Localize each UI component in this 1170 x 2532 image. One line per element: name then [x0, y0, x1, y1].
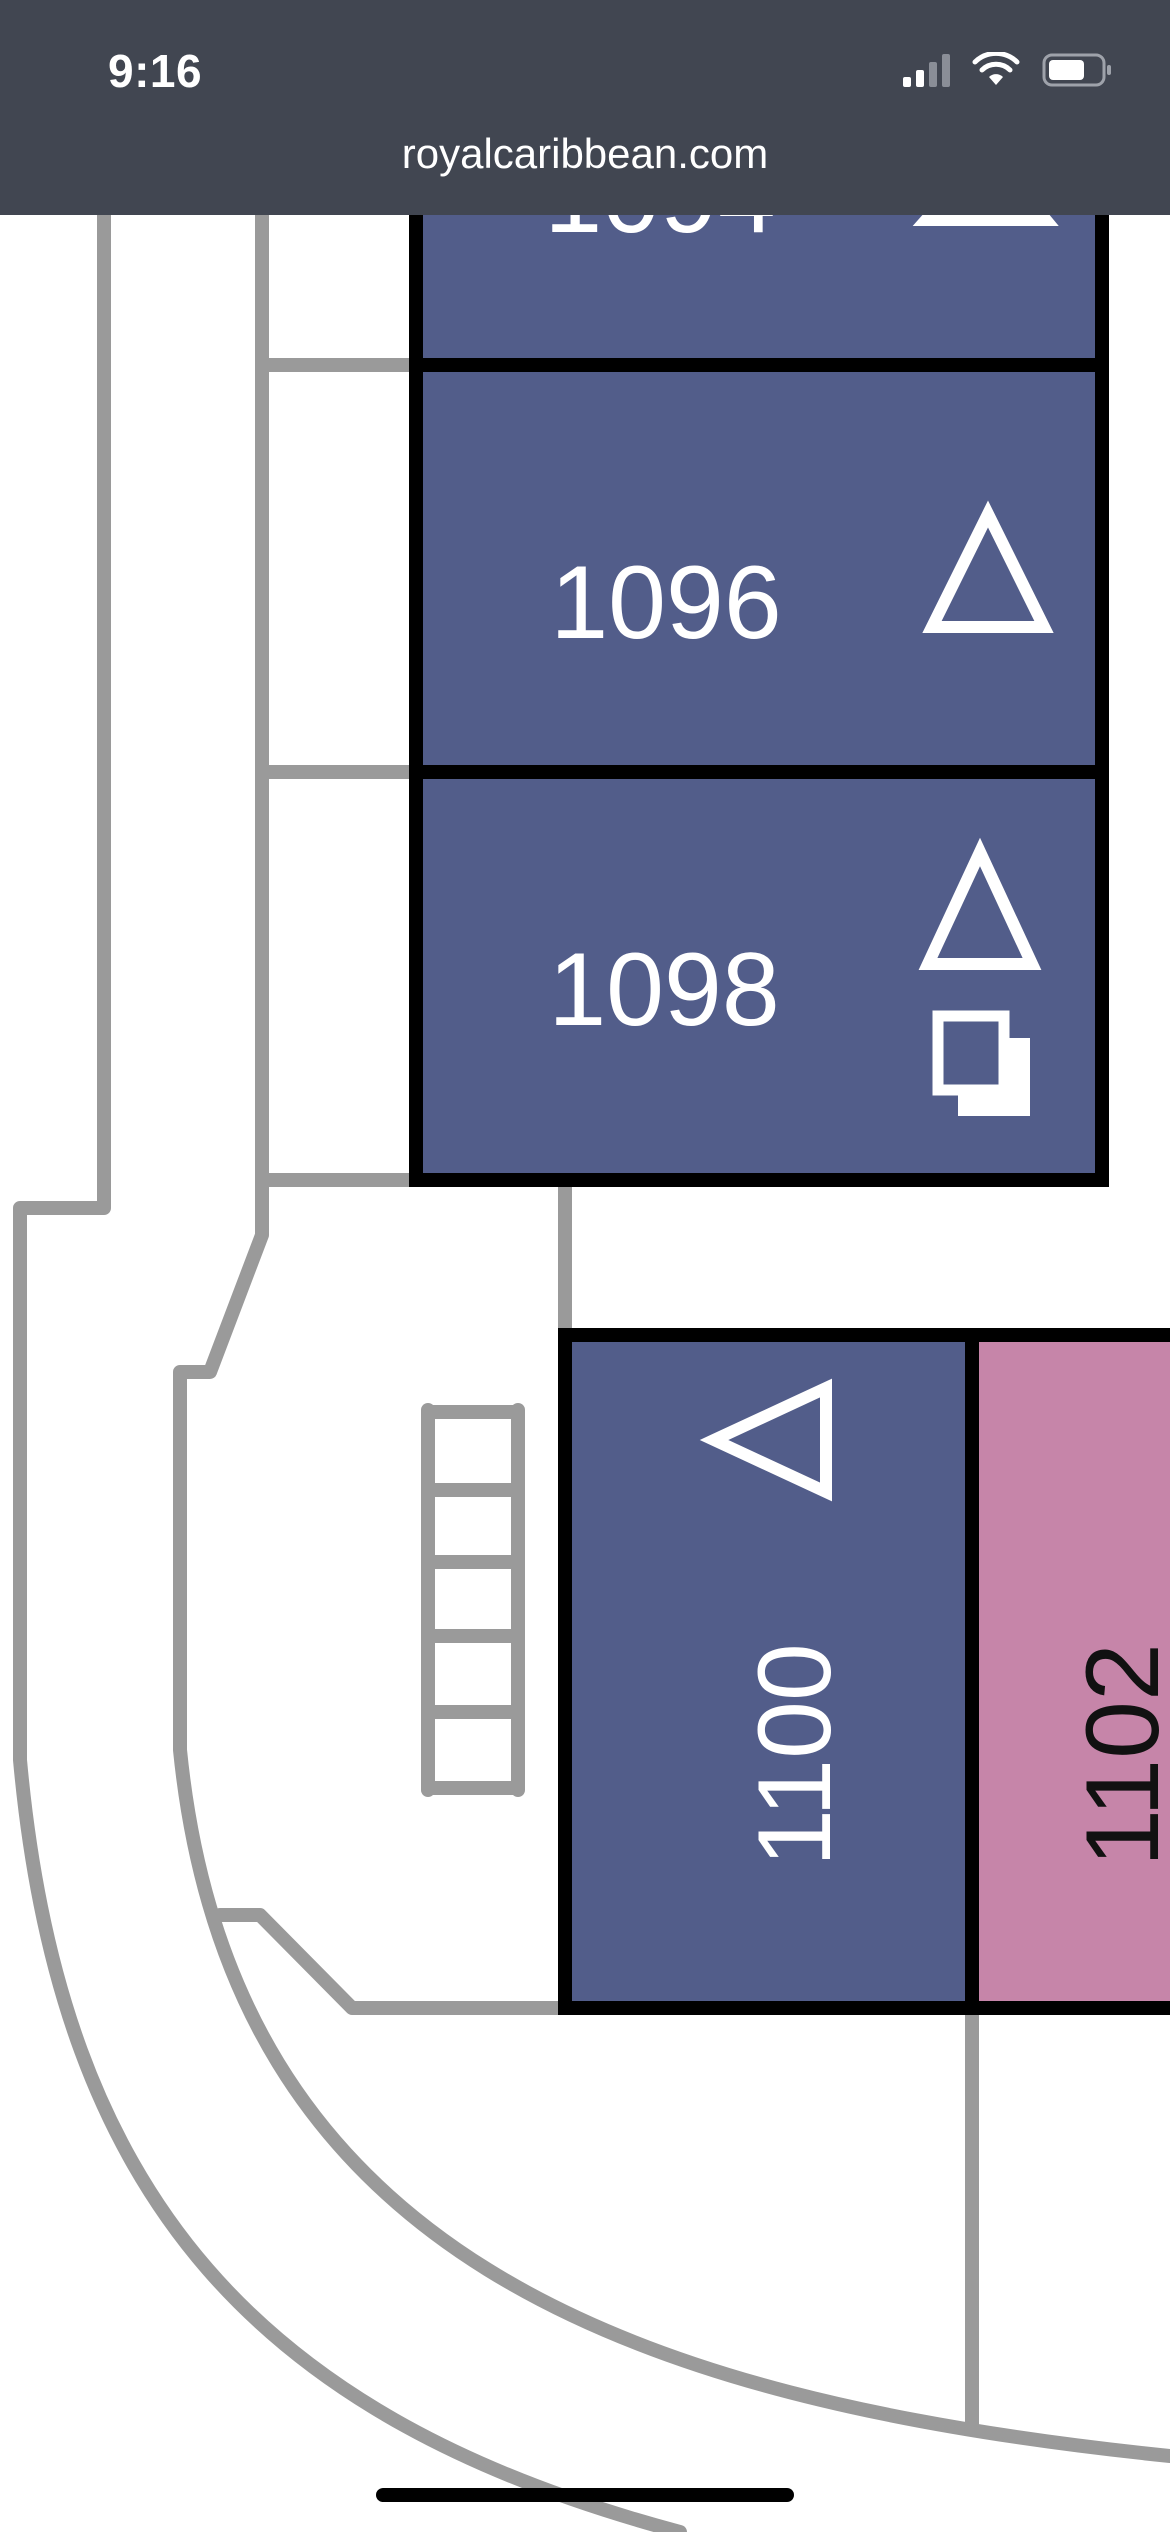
cabin-1102-label: 1102 [1065, 1643, 1170, 1867]
cabin-1096-box[interactable] [409, 358, 1109, 779]
status-clock: 9:16 [108, 45, 203, 97]
cabin-1096-label: 1096 [550, 545, 781, 661]
outer-hull-wall [13, 193, 687, 2532]
cabin-1098-label: 1098 [548, 932, 779, 1048]
cabin-1100[interactable]: 1100 [558, 1328, 979, 2015]
cabin-1096[interactable]: 1096 [409, 358, 1109, 779]
cabin-1102[interactable]: 1102 [965, 1328, 1170, 2015]
cabin-1102-box[interactable] [965, 1328, 1170, 2015]
cabin-1098[interactable]: 1098 [409, 765, 1109, 1187]
connecting-rooms-icon [932, 1010, 1030, 1116]
cellular-signal-icon [903, 53, 950, 87]
corridor-walls [13, 193, 1170, 2532]
accessible-triangle-icon [922, 500, 1054, 633]
system-icons [903, 52, 1114, 88]
cabin-1100-label: 1100 [737, 1643, 853, 1867]
accessible-triangle-icon [699, 1378, 832, 1502]
stair-landing-wall [213, 1908, 572, 2015]
inner-corridor-wall [173, 193, 1170, 2463]
battery-icon [1042, 53, 1111, 87]
staircase [421, 1403, 525, 1797]
browser-status-bar: 9:16 royalcaribbean.com [0, 0, 1170, 215]
address-bar-url[interactable]: royalcaribbean.com [401, 130, 769, 177]
wifi-icon [972, 52, 1020, 85]
home-indicator[interactable] [376, 2488, 794, 2502]
accessible-triangle-icon [918, 837, 1042, 970]
